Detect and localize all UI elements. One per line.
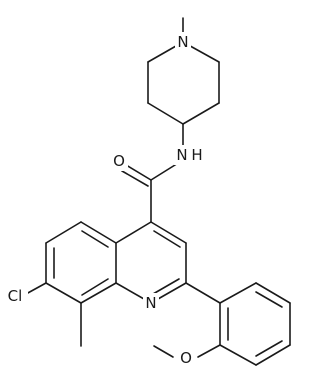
bond-ph-c5-c6: [255, 282, 291, 304]
atom-o-carbonyl-label: O: [113, 152, 125, 170]
atom-nh-amide-h-label: H: [191, 146, 202, 164]
bond-ph-o: [197, 344, 221, 358]
bond-ph-c3-c4: [255, 344, 291, 366]
bond-q-c4-c3: [150, 221, 187, 244]
atom-labels: N N H O N Cl O: [2, 32, 204, 368]
bond-carbonyl-o-a: [125, 164, 152, 181]
atom-n-quinoline: N: [143, 293, 159, 313]
atom-cl: Cl: [2, 286, 28, 306]
atom-nh-amide: N H: [174, 145, 204, 165]
bond-q-c4-c3-inner: [153, 230, 181, 248]
atom-o-methoxy-label: O: [180, 349, 192, 367]
bond-q-c7-c8: [45, 282, 82, 304]
atom-nh-amide-n-label: N: [176, 146, 187, 164]
atom-cl-label: Cl: [8, 287, 23, 305]
bond-ph-c2-c3: [219, 344, 257, 366]
bond-ph-c3-c4-inner: [255, 340, 283, 357]
atom-n-quinoline-label: N: [145, 294, 156, 312]
bond-ph-c6-c1: [219, 282, 257, 304]
bond-q-c4a-c5-inner: [81, 230, 109, 248]
atom-n-piperidine: N: [175, 32, 191, 52]
bonds: [25, 17, 291, 366]
molecule-structure-diagram: N N H O N Cl O: [2, 17, 291, 368]
bond-q-c5-c6: [45, 221, 82, 244]
bond-pip-c4-c5: [147, 102, 184, 125]
bond-q-c4a-c5: [80, 221, 117, 244]
bond-pip-c3-c4: [182, 102, 220, 125]
bond-q-c2-n1-inner: [152, 278, 180, 295]
bond-q-c8-c8a-inner: [81, 278, 109, 296]
atom-n-piperidine-label: N: [177, 33, 188, 51]
bond-c2-phenyl: [185, 282, 221, 304]
bond-q-c8-c8a: [80, 282, 117, 304]
bond-o-methyl: [153, 345, 174, 358]
atom-o-methoxy: O: [176, 348, 196, 368]
bond-c7-cl: [25, 282, 47, 295]
atom-o-carbonyl: O: [110, 151, 128, 171]
bond-ph-c5-c6-inner: [255, 291, 283, 308]
bond-q-c4a-c4: [115, 221, 152, 244]
bond-carbonyl-o-b: [121, 170, 149, 187]
